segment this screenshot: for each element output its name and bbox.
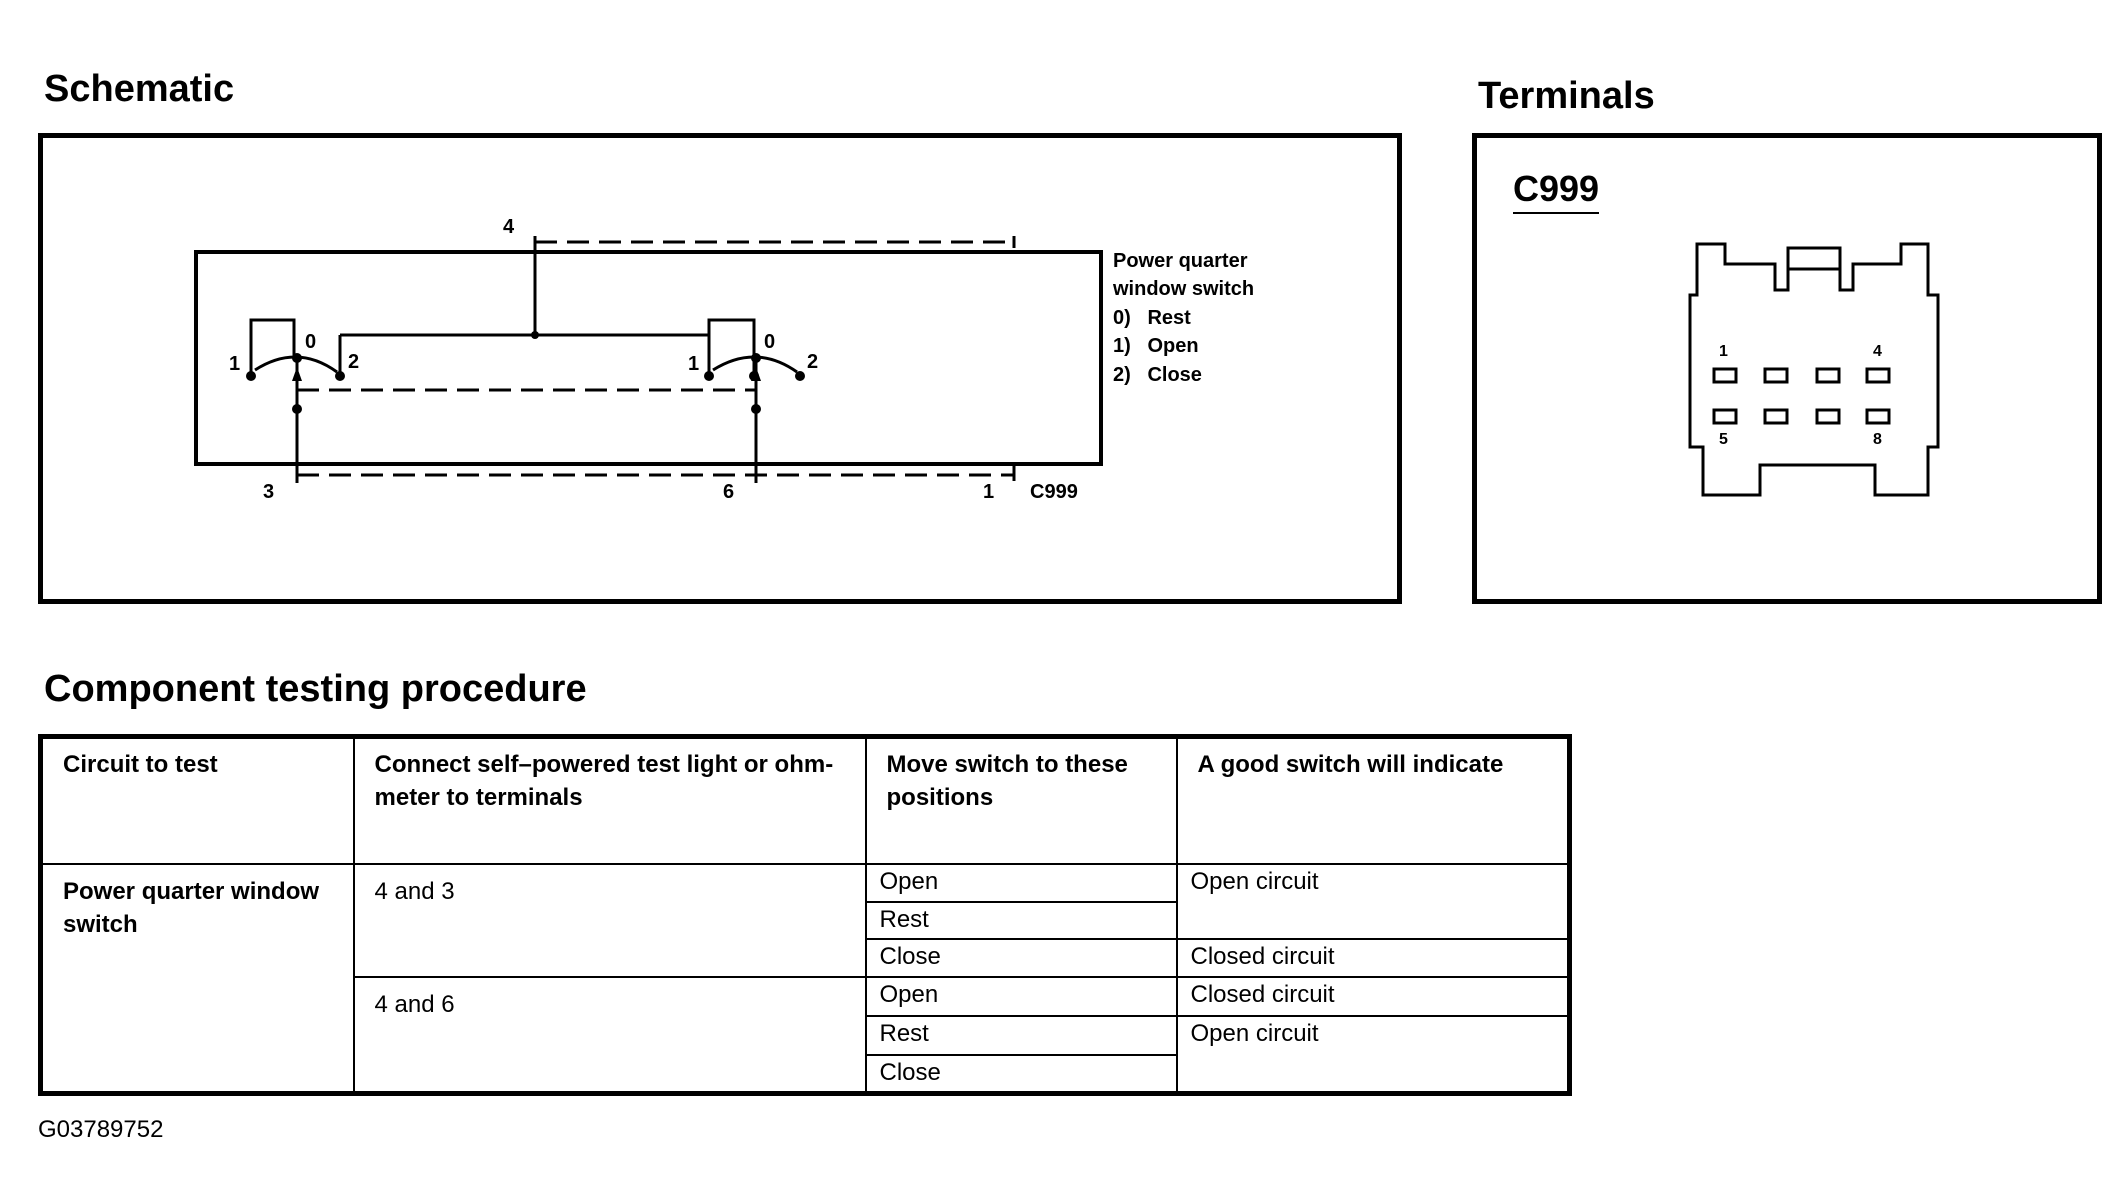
circuit-cell: Power quarter window switch — [39, 863, 355, 1095]
switch-box — [194, 250, 1103, 466]
header-indication: A good switch will indicate — [1175, 735, 1571, 865]
terminal-pin-8: 8 — [1873, 431, 1882, 448]
terminals-cell-2: 4 and 6 — [352, 976, 867, 1095]
terminals-cell-1: 4 and 3 — [352, 862, 867, 979]
legend-line-2: window switch — [1112, 278, 1254, 300]
left-contact-0: 0 — [305, 331, 316, 353]
indication-2b: Open circuit — [1175, 1014, 1571, 1095]
position-open-1: Open — [864, 863, 1178, 903]
connector-face-diagram: 1 4 5 8 — [1688, 242, 1940, 497]
pin-label-1: 1 — [983, 481, 994, 503]
cavity-4 — [1865, 367, 1891, 384]
header-circuit: Circuit to test — [39, 735, 355, 865]
right-switch — [704, 318, 805, 483]
left-contact-2: 2 — [348, 351, 359, 373]
legend-line-5: 2) Close — [1113, 364, 1202, 386]
testing-procedure-table: Circuit to test Connect self–powered tes… — [38, 734, 1572, 1096]
terminals-panel: C999 1 4 5 8 — [1472, 133, 2102, 604]
right-contact-1: 1 — [688, 353, 699, 375]
table-row: Power quarter window switch 4 and 3 Open… — [39, 862, 1571, 1095]
indication-2a: Closed circuit — [1175, 976, 1571, 1017]
terminals-heading: Terminals — [1478, 75, 1655, 117]
terminal-pin-4: 4 — [1873, 343, 1882, 360]
table-row: Rest — [41, 900, 1570, 941]
connector-housing — [1688, 242, 1940, 497]
legend-line-3: 0) Rest — [1113, 307, 1191, 329]
position-rest-2: Rest — [864, 1014, 1178, 1056]
position-rest-1: Rest — [864, 900, 1178, 941]
table-header-row: Circuit to test Connect self–powered tes… — [39, 735, 1571, 865]
position-close-1: Close — [864, 938, 1178, 979]
cavity-5 — [1712, 408, 1738, 425]
header-positions: Move switch to these positions — [864, 735, 1178, 865]
schematic-diagram: 4 3 6 1 C999 1 0 2 1 0 2 Power quarter w… — [194, 216, 1254, 503]
pin-label-4: 4 — [503, 216, 515, 238]
header-terminals: Connect self–powered test light or ohm-m… — [352, 735, 867, 865]
position-open-2: Open — [864, 976, 1178, 1017]
table-row: Close — [41, 1053, 1570, 1095]
table-row: 4 and 6 Open Closed circuit — [41, 976, 1571, 1095]
left-contact-1: 1 — [229, 353, 240, 375]
schematic-panel: 4 3 6 1 C999 1 0 2 1 0 2 Power quarter w… — [38, 133, 1402, 604]
terminal-pin-1: 1 — [1719, 343, 1728, 360]
schematic-connector-label: C999 — [1030, 481, 1078, 503]
left-switch — [246, 318, 345, 483]
figure-id: G03789752 — [38, 1116, 164, 1143]
indication-1b: Closed circuit — [1175, 938, 1571, 979]
schematic-heading: Schematic — [44, 68, 235, 110]
table-row: Close Closed circuit — [41, 938, 1571, 979]
procedure-heading: Component testing procedure — [44, 668, 587, 710]
terminals-connector-label: C999 — [1513, 168, 1600, 214]
legend-line-1: Power quarter — [1113, 250, 1248, 272]
cavity-1 — [1712, 367, 1738, 384]
position-close-2: Close — [864, 1053, 1178, 1095]
legend-line-4: 1) Open — [1113, 335, 1199, 357]
indication-1a: Open circuit — [1175, 862, 1571, 941]
pin-label-6: 6 — [723, 481, 734, 503]
right-contact-0: 0 — [764, 331, 775, 353]
table-row: Rest Open circuit — [41, 1014, 1571, 1095]
pin-label-3: 3 — [263, 481, 274, 503]
cavity-8 — [1865, 408, 1891, 425]
terminal-pin-5: 5 — [1719, 431, 1728, 448]
right-contact-2: 2 — [807, 351, 818, 373]
